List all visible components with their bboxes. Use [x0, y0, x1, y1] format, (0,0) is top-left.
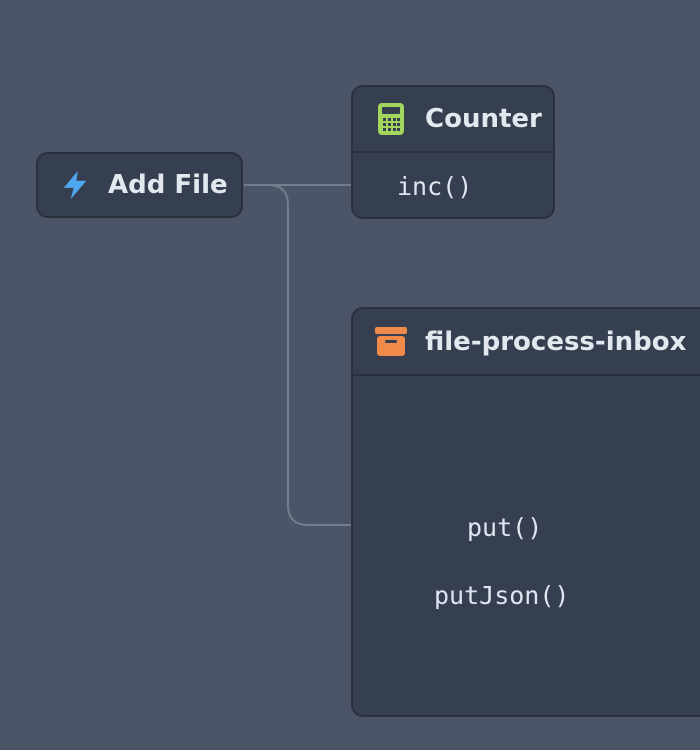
lightning-bolt-icon	[63, 170, 87, 200]
add-file-title: Add File	[108, 170, 228, 200]
calculator-icon	[378, 103, 404, 135]
counter-title: Counter	[425, 104, 542, 134]
add-file-header: Add File	[38, 154, 241, 216]
method-inc[interactable]: inc()	[397, 172, 473, 201]
archive-box-icon	[375, 327, 407, 356]
inbox-title: file-process-inbox	[425, 326, 687, 357]
counter-node[interactable]: Counter inc()	[351, 85, 555, 219]
counter-divider	[353, 151, 553, 153]
inbox-header: file-process-inbox	[353, 309, 700, 374]
method-put[interactable]: put()	[467, 513, 543, 542]
method-putjson[interactable]: putJson()	[434, 581, 570, 610]
add-file-node[interactable]: Add File	[36, 152, 243, 218]
counter-header: Counter	[353, 87, 553, 151]
inbox-node[interactable]: file-process-inbox put() putJson()	[351, 307, 700, 717]
inbox-divider	[353, 374, 700, 376]
